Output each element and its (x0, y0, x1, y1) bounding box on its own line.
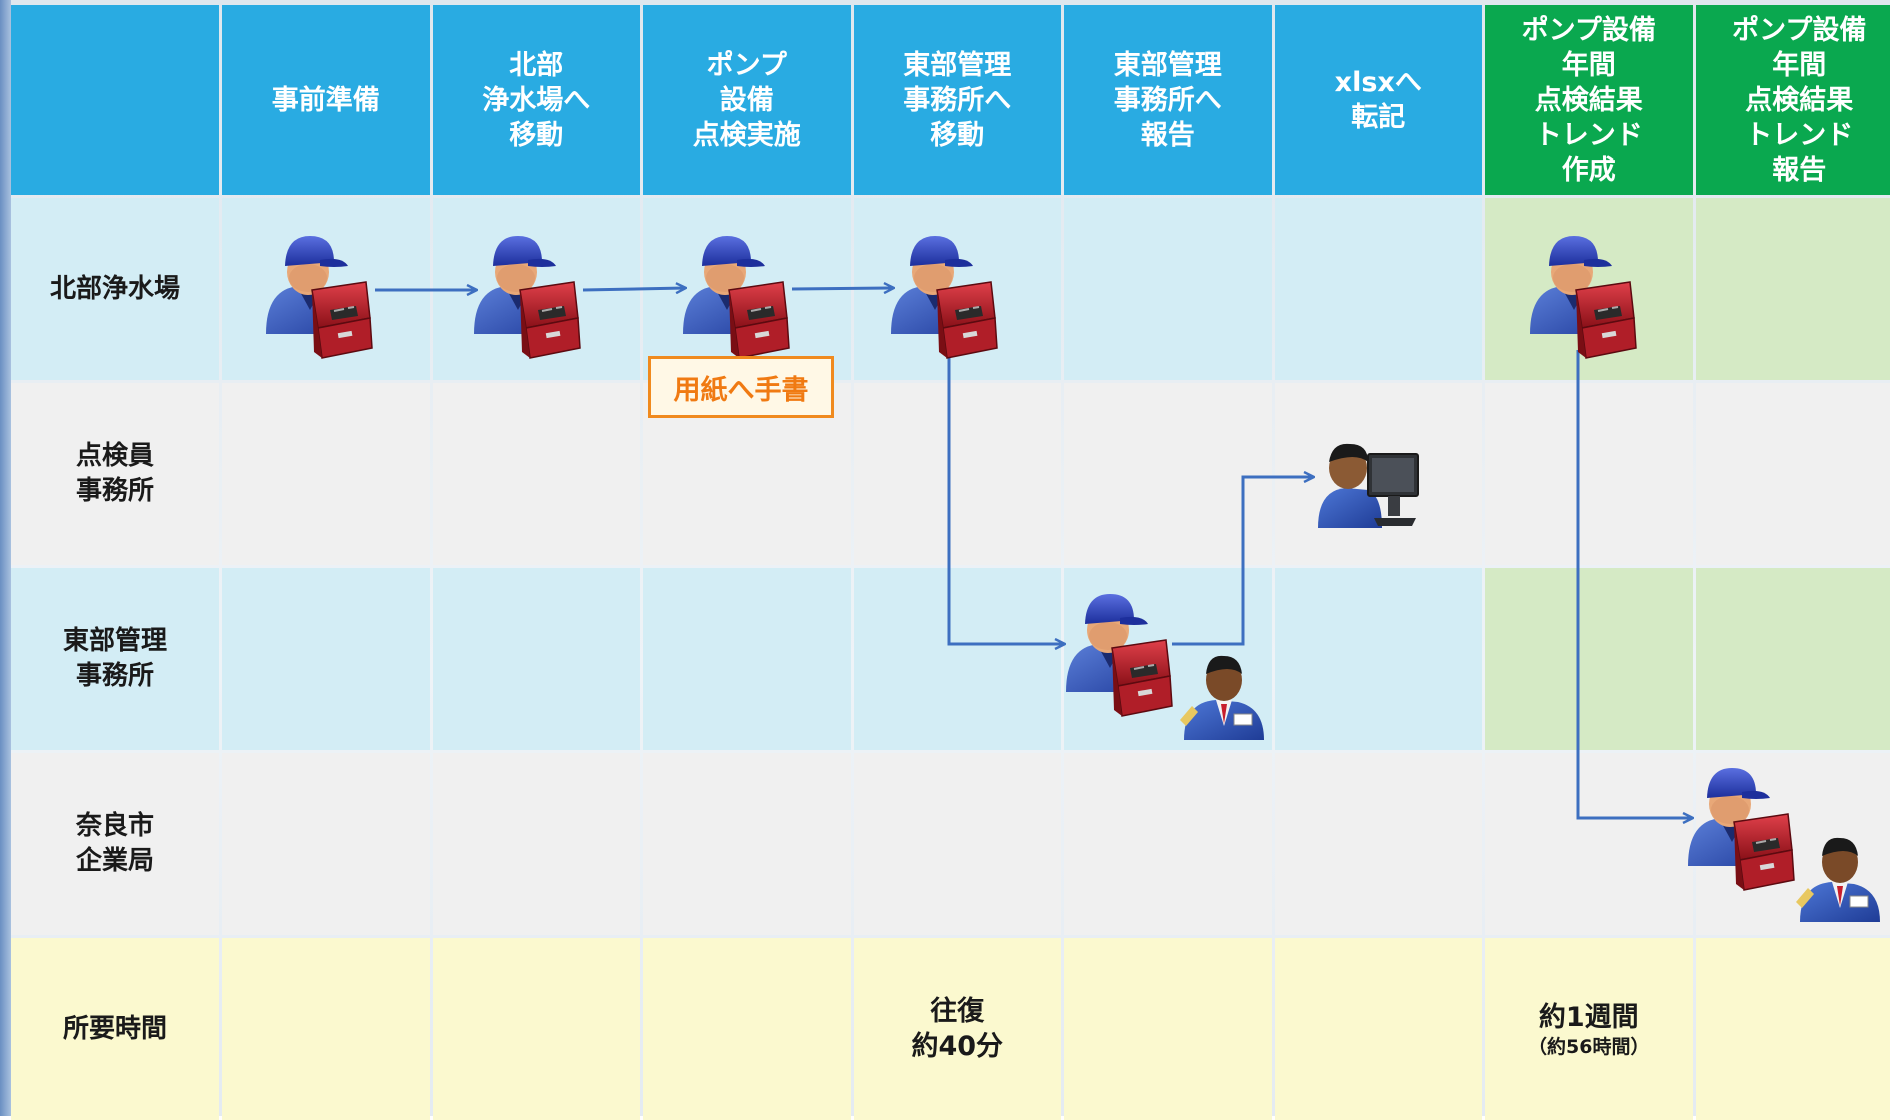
cell-r1-c5 (1064, 198, 1272, 380)
cell-r2-c8 (1696, 383, 1890, 565)
cell-r5-c5 (1064, 938, 1272, 1120)
header-col-7: ポンプ設備 年間 点検結果 トレンド 作成 (1485, 5, 1693, 195)
row-label-east-office: 東部管理 事務所 (11, 568, 219, 750)
process-flow-table: 事前準備 北部 浄水場へ 移動 ポンプ 設備 点検実施 東部管理 事務所へ 移動… (11, 5, 1890, 1120)
cell-r5-c2 (433, 938, 641, 1120)
header-col-6: xlsxへ 転記 (1275, 5, 1483, 195)
cell-r5-c8 (1696, 938, 1890, 1120)
cell-r1-c4 (854, 198, 1062, 380)
row-label-nara-bureau: 奈良市 企業局 (11, 753, 219, 935)
cell-r1-c3 (643, 198, 851, 380)
cell-r2-c7 (1485, 383, 1693, 565)
row-label-inspector-office: 点検員 事務所 (11, 383, 219, 565)
cell-r5-c6 (1275, 938, 1483, 1120)
header-col-5: 東部管理 事務所へ 報告 (1064, 5, 1272, 195)
cell-r3-c5 (1064, 568, 1272, 750)
handwritten-note-callout: 用紙へ手書 (648, 356, 834, 418)
cell-r4-c1 (222, 753, 430, 935)
cell-r4-c8 (1696, 753, 1890, 935)
cell-r4-c7 (1485, 753, 1693, 935)
header-col-8: ポンプ設備 年間 点検結果 トレンド 報告 (1696, 5, 1890, 195)
cell-r5-c1 (222, 938, 430, 1120)
cell-r3-c4 (854, 568, 1062, 750)
cell-r1-c8 (1696, 198, 1890, 380)
time-one-week: 約1週間 (1539, 1000, 1639, 1035)
cell-r1-c2 (433, 198, 641, 380)
cell-r2-c4 (854, 383, 1062, 565)
cell-r5-c3 (643, 938, 851, 1120)
cell-r4-c5 (1064, 753, 1272, 935)
cell-r3-c3 (643, 568, 851, 750)
cell-r3-c6 (1275, 568, 1483, 750)
cell-r1-c7 (1485, 198, 1693, 380)
cell-r5-c7: 約1週間 （約56時間） (1485, 938, 1693, 1120)
cell-r4-c6 (1275, 753, 1483, 935)
row-label-north-plant: 北部浄水場 (11, 198, 219, 380)
cell-r3-c7 (1485, 568, 1693, 750)
header-corner (11, 5, 219, 195)
cell-r4-c2 (433, 753, 641, 935)
row-label-required-time: 所要時間 (11, 938, 219, 1120)
cell-r4-c4 (854, 753, 1062, 935)
cell-r2-c2 (433, 383, 641, 565)
cell-r5-c4: 往復 約40分 (854, 938, 1062, 1120)
cell-r3-c1 (222, 568, 430, 750)
time-one-week-hours: （約56時間） (1528, 1035, 1649, 1059)
header-col-1: 事前準備 (222, 5, 430, 195)
header-col-2: 北部 浄水場へ 移動 (433, 5, 641, 195)
header-col-4: 東部管理 事務所へ 移動 (854, 5, 1062, 195)
cell-r2-c6 (1275, 383, 1483, 565)
time-round-trip: 往復 約40分 (911, 994, 1003, 1064)
cell-r1-c6 (1275, 198, 1483, 380)
cell-r3-c8 (1696, 568, 1890, 750)
left-edge-bar (0, 0, 11, 1116)
header-col-3: ポンプ 設備 点検実施 (643, 5, 851, 195)
cell-r3-c2 (433, 568, 641, 750)
cell-r4-c3 (643, 753, 851, 935)
cell-r1-c1 (222, 198, 430, 380)
cell-r2-c5 (1064, 383, 1272, 565)
cell-r2-c1 (222, 383, 430, 565)
